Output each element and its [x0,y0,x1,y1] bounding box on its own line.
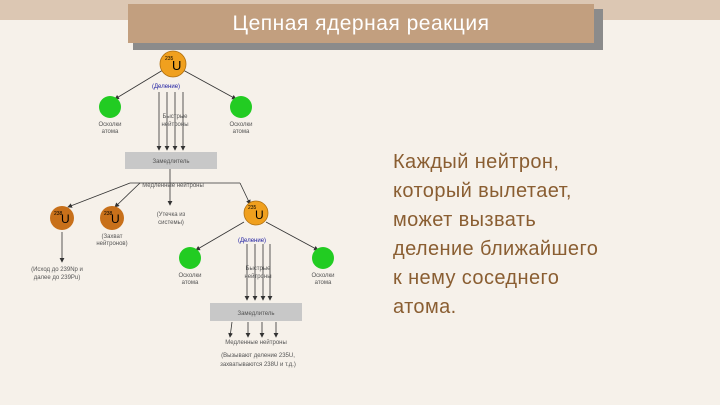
svg-text:235: 235 [165,56,174,62]
fragment-right-second [312,247,334,269]
svg-text:235: 235 [248,205,257,211]
svg-text:U: U [255,208,264,222]
fission-label-second: (Деление) [238,238,266,244]
svg-text:U: U [172,58,181,73]
svg-text:U: U [61,212,70,226]
fragment-left-second [179,247,201,269]
svg-text:U: U [111,212,120,226]
moderator-box-second [210,303,302,321]
connector-lines [59,69,319,338]
slide-title: Цепная ядерная реакция [128,4,594,43]
fragment-right-top [230,96,252,118]
uranium-235-nucleus-top: 235 U [159,50,187,78]
moderator-box-top [125,152,217,169]
svg-text:238: 238 [104,211,113,217]
fission-label-top: (Деление) [152,84,180,90]
slide-body-text: Каждый нейтрон, который вылетает, может … [393,151,599,318]
moderator-label-second: Замедлитель [237,311,274,317]
slow-neutrons-label-second: Медленные нейтроны [225,339,287,346]
bottom-caption: (Вызывают деление 235U,захватываются 238… [220,353,296,368]
uranium-238-nucleus-mid: 238 U [100,206,124,230]
uranium-238-nucleus-left: 238 U [50,206,74,230]
slow-neutrons-label-top: Медленные нейтроны [142,182,204,189]
uranium-235-nucleus-second: 235 U [243,200,269,226]
svg-text:238: 238 [54,211,63,217]
moderator-label-top: Замедлитель [152,159,189,165]
fragment-left-top [99,96,121,118]
